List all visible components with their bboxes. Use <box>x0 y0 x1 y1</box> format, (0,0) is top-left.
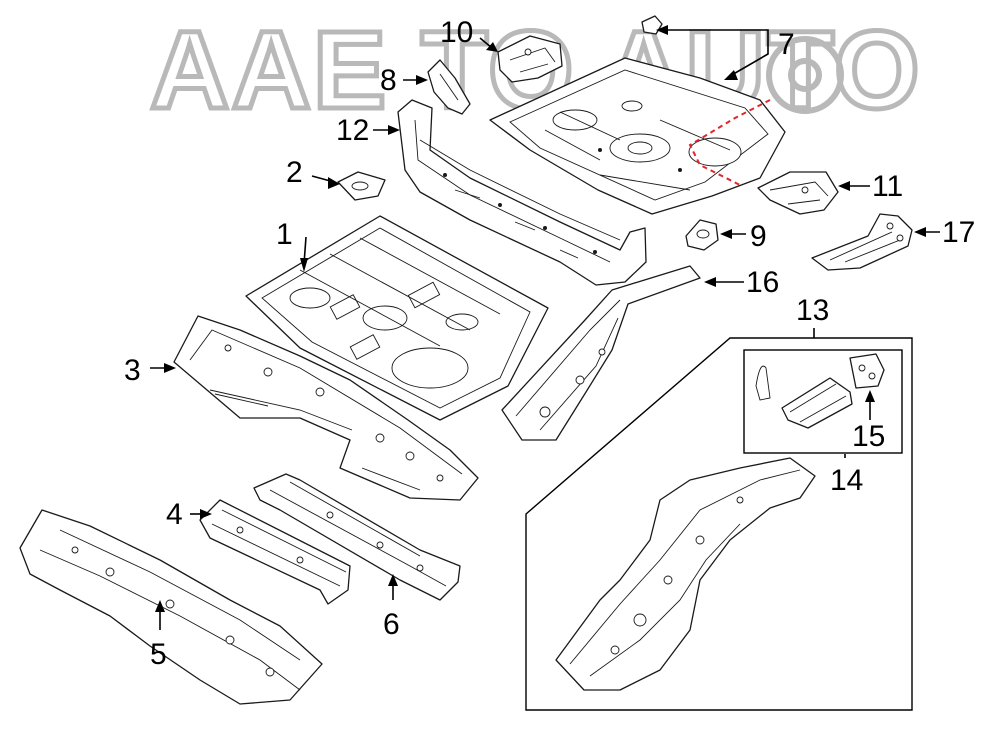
callout-14[interactable]: 14 <box>830 464 863 497</box>
callout-12[interactable]: 12 <box>336 114 369 147</box>
part-7-rear-floor-pan[interactable] <box>489 57 786 215</box>
callout-17[interactable]: 17 <box>942 216 975 249</box>
part-6-crossmember[interactable] <box>253 473 461 601</box>
callout-6[interactable]: 6 <box>383 608 400 641</box>
part-4-reinforcement[interactable] <box>199 499 351 605</box>
callout-13[interactable]: 13 <box>796 294 829 327</box>
part-3-floor-crossmember[interactable] <box>173 315 479 501</box>
part-9-mount[interactable] <box>685 219 719 251</box>
callout-1[interactable]: 1 <box>276 218 293 251</box>
callout-16[interactable]: 16 <box>746 266 779 299</box>
group-13-box <box>525 337 913 711</box>
part-12-rear-crossmember[interactable] <box>397 99 647 286</box>
part-2-patch[interactable] <box>337 171 386 201</box>
part-14-bracket[interactable] <box>755 365 853 429</box>
callout-labels: 1 2 3 4 5 6 7 8 9 10 11 12 13 14 15 16 1… <box>124 16 975 671</box>
leader-lines <box>150 25 940 630</box>
callout-9[interactable]: 9 <box>750 220 767 253</box>
callout-7[interactable]: 7 <box>778 28 795 61</box>
part-1-rear-floor[interactable] <box>245 215 549 421</box>
part-10-bracket[interactable] <box>497 35 563 83</box>
callout-4[interactable]: 4 <box>166 498 183 531</box>
part-5-side-member[interactable] <box>19 509 323 705</box>
callout-8[interactable]: 8 <box>380 64 397 97</box>
callout-3[interactable]: 3 <box>124 354 141 387</box>
callout-5[interactable]: 5 <box>150 638 167 671</box>
part-17-reinforcement[interactable] <box>811 213 913 271</box>
cut-line <box>688 99 771 186</box>
part-15-bracket[interactable] <box>849 353 885 389</box>
part-13-rear-side-member[interactable] <box>555 457 816 691</box>
part-16-side-rail[interactable] <box>501 265 701 441</box>
callout-11[interactable]: 11 <box>872 170 903 203</box>
part-11-bracket[interactable] <box>757 171 839 215</box>
callout-10[interactable]: 10 <box>440 16 473 49</box>
callout-15[interactable]: 15 <box>852 420 885 453</box>
callout-2[interactable]: 2 <box>286 156 303 189</box>
part-8-bracket[interactable] <box>427 59 471 115</box>
